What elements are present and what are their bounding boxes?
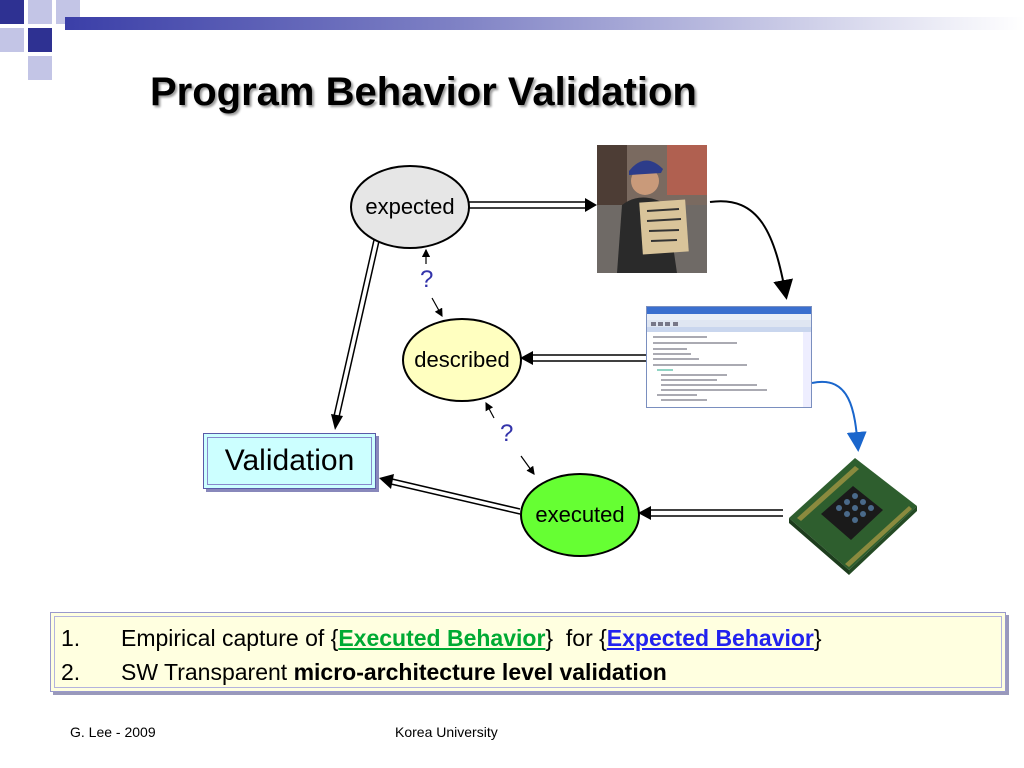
note-number: 1.: [61, 625, 81, 651]
note-text: }: [813, 625, 822, 651]
code-editor-screenshot: [646, 306, 812, 408]
arrow-expected-to-validation: [331, 239, 380, 430]
note-text: SW Transparent: [121, 659, 294, 685]
expected-behavior-link[interactable]: Expected Behavior: [606, 625, 814, 651]
note-item-1: 1. Empirical capture of {Executed Behavio…: [61, 625, 822, 652]
arrow-developer-to-code: [709, 200, 793, 300]
footer-author: G. Lee - 2009: [70, 724, 156, 740]
question-arrow-down-2: [520, 455, 535, 475]
summary-note-box: 1. Empirical capture of {Executed Behavio…: [50, 612, 1006, 692]
cpu-chip-image: [783, 448, 923, 576]
executed-behavior-link[interactable]: Executed Behavior: [338, 625, 546, 651]
node-executed: executed: [520, 473, 640, 557]
decor-square: [0, 28, 24, 52]
arrow-code-to-cpu: [811, 380, 867, 452]
decor-square: [28, 28, 52, 52]
question-arrow-up-2: [485, 401, 495, 419]
footer-institution: Korea University: [395, 724, 498, 740]
note-number: 2.: [61, 659, 81, 685]
decor-square: [0, 0, 24, 24]
decor-square: [28, 56, 52, 80]
node-described: described: [402, 318, 522, 402]
question-mark: ?: [420, 266, 434, 293]
header-gradient-bar: [65, 17, 1024, 30]
note-text: Empirical capture of {: [121, 625, 339, 651]
note-item-2: 2. SW Transparent micro-architecture leve…: [61, 659, 667, 686]
arrow-code-to-described: [520, 351, 646, 365]
note-bold-text: micro-architecture level validation: [293, 659, 667, 685]
arrow-expected-to-developer: [468, 198, 597, 212]
validation-box: Validation: [203, 433, 376, 489]
note-text: } for {: [545, 625, 607, 651]
node-expected: expected: [350, 165, 470, 249]
question-arrow-down-1: [431, 297, 443, 318]
developer-photo: [597, 145, 707, 273]
slide-title: Program Behavior Validation: [150, 70, 697, 114]
arrow-cpu-to-executed: [638, 506, 783, 520]
decor-square: [28, 0, 52, 24]
question-mark: ?: [500, 420, 514, 447]
arrow-executed-to-validation: [379, 474, 521, 515]
